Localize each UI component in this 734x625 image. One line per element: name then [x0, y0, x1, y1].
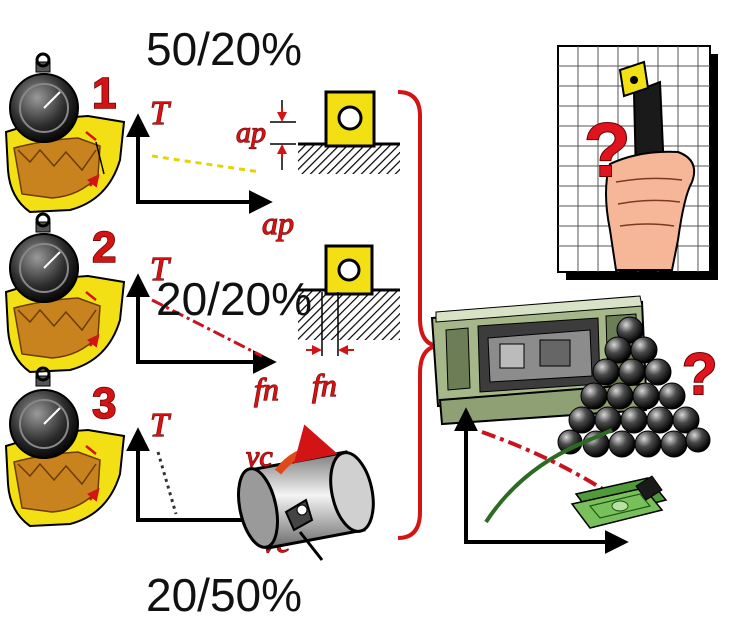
depiction-label: vc: [246, 440, 273, 473]
trend-line: [151, 154, 261, 174]
x-axis-label: ap: [262, 205, 294, 241]
chip-pile-icon: ?: [557, 316, 718, 458]
depiction-label: fn: [312, 367, 337, 403]
stopwatch-icon: [9, 366, 79, 459]
question-mark-icon: ?: [584, 108, 630, 193]
workpiece-cutting-speed: vc: [237, 424, 375, 561]
insert-feed: fn: [298, 244, 400, 404]
row-2-chart: T fn: [126, 250, 279, 408]
productivity-curve: [481, 430, 606, 492]
top-percent-label: 50/20%: [146, 23, 303, 75]
row-1-chart: T ap: [126, 94, 295, 242]
y-axis-label: T: [150, 95, 171, 132]
stopwatch-icon: [9, 52, 79, 143]
tool-wear-icon: [4, 366, 126, 528]
question-mark-icon: ?: [682, 342, 717, 407]
y-axis-label: T: [150, 407, 171, 444]
cost-chart: [454, 407, 668, 554]
stopwatch-icon: [9, 212, 79, 303]
grouping-brace: [397, 90, 441, 540]
cost-curve: [484, 428, 613, 524]
money-icon: [570, 475, 668, 529]
y-axis-label: T: [150, 251, 171, 288]
row-1: 1 T ap ap: [4, 52, 400, 242]
middle-percent-label: 20/20%: [156, 273, 313, 325]
tool-wear-icon: [4, 212, 126, 374]
trend-line: [151, 298, 263, 358]
row-2: 2 T fn fn: [4, 212, 400, 408]
row-number: 2: [92, 223, 116, 272]
x-axis-label: fn: [254, 371, 279, 407]
depiction-label: ap: [236, 116, 266, 149]
row-number: 3: [92, 379, 116, 428]
row-number: 1: [92, 69, 116, 118]
tool-selection-illustration: ?: [557, 45, 718, 280]
insert-depth-of-cut: ap: [235, 90, 400, 174]
tool-wear-icon: [4, 52, 126, 214]
row-3: 3 T vc vc: [4, 366, 375, 561]
bottom-percent-label: 20/50%: [146, 569, 303, 621]
trend-line: [156, 451, 178, 515]
